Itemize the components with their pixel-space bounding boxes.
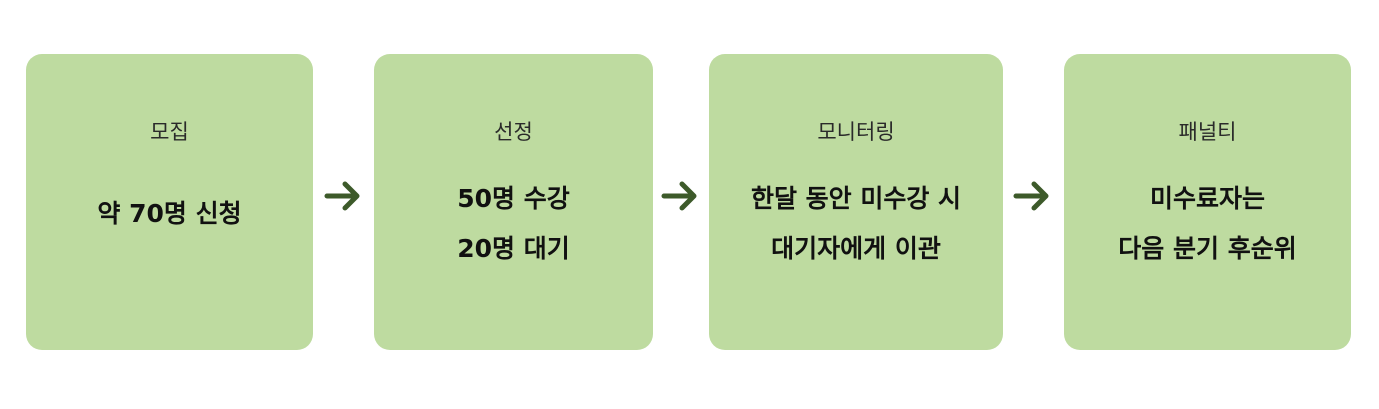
step-title: 모집 xyxy=(150,120,189,144)
arrow-right-icon xyxy=(661,178,701,214)
step-selection: 선정 50명 수강 20명 대기 xyxy=(374,54,653,350)
arrow-right-icon xyxy=(1013,178,1053,214)
step-title: 모니터링 xyxy=(817,120,895,144)
step-recruitment: 모집 약 70명 신청 xyxy=(26,54,313,350)
step-description: 한달 동안 미수강 시 대기자에게 이관 xyxy=(709,174,1003,274)
step-description: 50명 수강 20명 대기 xyxy=(374,174,653,274)
step-monitoring: 모니터링 한달 동안 미수강 시 대기자에게 이관 xyxy=(709,54,1003,350)
step-description-line: 약 70명 신청 xyxy=(97,199,242,228)
step-penalty: 패널티 미수료자는 다음 분기 후순위 xyxy=(1064,54,1351,350)
step-description: 미수료자는 다음 분기 후순위 xyxy=(1064,174,1351,274)
step-title: 선정 xyxy=(494,120,533,144)
step-description-line: 20명 대기 xyxy=(457,234,570,263)
step-description-line: 한달 동안 미수강 시 xyxy=(750,184,962,213)
step-description-line: 다음 분기 후순위 xyxy=(1118,234,1297,263)
step-description: 약 70명 신청 xyxy=(26,189,313,239)
arrow-right-icon xyxy=(324,178,364,214)
step-description-line: 대기자에게 이관 xyxy=(771,234,941,263)
step-description-line: 50명 수강 xyxy=(457,184,570,213)
step-description-line: 미수료자는 xyxy=(1149,184,1265,213)
step-title: 패널티 xyxy=(1178,120,1237,144)
